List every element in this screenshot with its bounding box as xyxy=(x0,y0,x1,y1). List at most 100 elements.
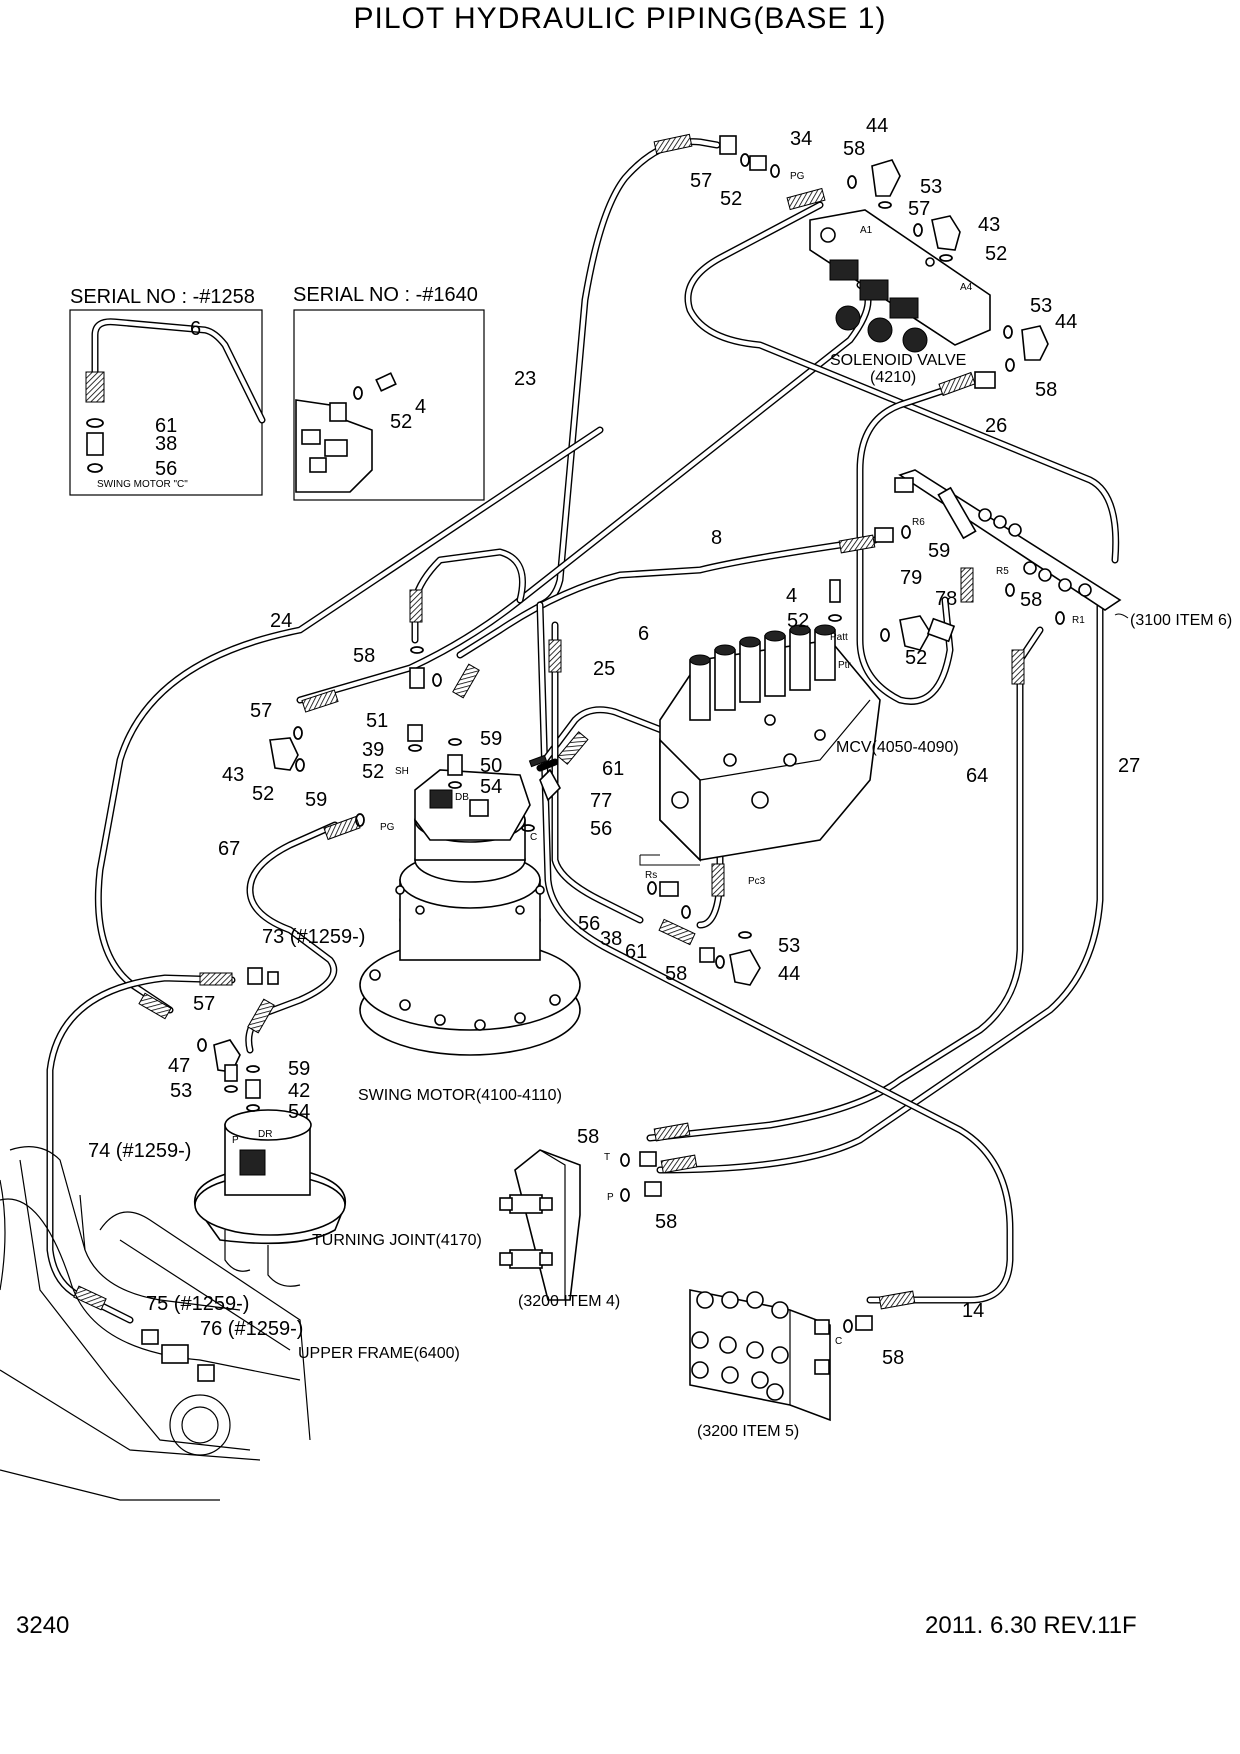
callout-52-c: 52 xyxy=(362,761,384,783)
hose-23 xyxy=(536,138,721,609)
turning-joint-fittings xyxy=(197,967,279,1112)
manifold-fittings xyxy=(828,525,1065,651)
inset-1-header: SERIAL NO : -#1258 xyxy=(70,286,255,308)
callout-61-motor: 61 xyxy=(602,758,624,780)
elbow-43-left xyxy=(269,737,299,771)
fitting-76 xyxy=(197,1364,215,1382)
callout-77: 77 xyxy=(590,790,612,812)
inset-1-frame xyxy=(69,309,263,496)
port-label-db: DB xyxy=(455,792,469,803)
fitting-42 xyxy=(245,1079,261,1099)
manifold-3100-item6: R6 R5 R1 (3100 ITEM 6) xyxy=(894,469,1232,629)
callout-59-b: 59 xyxy=(305,789,327,811)
callout-57-a: 57 xyxy=(690,170,712,192)
hose-8 xyxy=(456,536,879,659)
hose-crimps xyxy=(73,133,1025,1311)
callout-54-motor: 54 xyxy=(480,776,502,798)
inset-2-header: SERIAL NO : -#1640 xyxy=(293,284,478,306)
callout-57-b: 57 xyxy=(908,198,930,220)
callout-53-tj: 53 xyxy=(170,1080,192,1102)
port-label-t: T xyxy=(604,1152,610,1163)
callout-25: 25 xyxy=(593,658,615,680)
callout-54-tj: 54 xyxy=(288,1101,310,1123)
swing-motor-fittings: C xyxy=(269,646,561,843)
callout-14: 14 xyxy=(962,1300,984,1322)
port-label-a4: A4 xyxy=(960,282,973,293)
inset-1-hose-crimp xyxy=(85,371,105,403)
inset-2-fitting-4 xyxy=(375,372,397,392)
solenoid-valve-ref: (4210) xyxy=(870,369,916,386)
inset-1-caption: SWING MOTOR "C" xyxy=(97,479,188,490)
port-label-p-tj: P xyxy=(232,1135,239,1146)
callout-4-inset: 4 xyxy=(415,396,426,418)
callout-43-a: 43 xyxy=(978,214,1000,236)
hose-24 xyxy=(296,281,872,704)
elbow-43 xyxy=(931,215,961,251)
callout-52-inset: 52 xyxy=(390,411,412,433)
callout-26: 26 xyxy=(985,415,1007,437)
callout-52-d: 52 xyxy=(252,783,274,805)
swing-motor-label: SWING MOTOR(4100-4110) xyxy=(358,1087,562,1104)
callout-58-bracket-t: 58 xyxy=(577,1126,599,1148)
turning-joint: P DR TURNING JOINT(4170) xyxy=(193,1109,482,1287)
fitting-78 xyxy=(926,617,956,643)
callout-59-motor: 59 xyxy=(480,728,502,750)
callout-61-inset: 61 xyxy=(155,415,177,437)
callout-75: 75 (#1259-) xyxy=(146,1293,249,1315)
callout-58-manifold: 58 xyxy=(1020,589,1042,611)
port-label-pc3: Pc3 xyxy=(748,876,766,887)
callout-38-inset: 38 xyxy=(155,433,177,455)
hose-74 xyxy=(46,974,236,1324)
callout-73: 73 (#1259-) xyxy=(262,926,365,948)
inset-2-frame xyxy=(293,309,485,501)
bracket-ref-label: (3200 ITEM 4) xyxy=(518,1293,620,1310)
manifold-ref-label: (3100 ITEM 6) xyxy=(1130,612,1232,629)
tee-51 xyxy=(409,667,425,689)
port-label-pg-motor: PG xyxy=(380,822,395,833)
callout-57-tj: 57 xyxy=(193,993,215,1015)
elbow-79 xyxy=(899,615,931,651)
fitting-34-upper xyxy=(719,135,737,155)
inset-1-connector-38 xyxy=(86,432,104,456)
solenoid-fittings: PG xyxy=(719,135,1049,389)
turning-joint-label: TURNING JOINT(4170) xyxy=(312,1232,482,1249)
hose-27 xyxy=(656,596,1104,1174)
callout-50: 50 xyxy=(480,755,502,777)
callout-79: 79 xyxy=(900,567,922,589)
callout-59-tj: 59 xyxy=(288,1058,310,1080)
callout-47: 47 xyxy=(168,1055,190,1077)
callout-56-motor: 56 xyxy=(590,818,612,840)
oring-58-top xyxy=(847,175,857,189)
callout-53-b: 53 xyxy=(1030,295,1052,317)
callout-58-b: 58 xyxy=(1035,379,1057,401)
solenoid-valve-label: SOLENOID VALVE xyxy=(830,352,966,369)
callout-44-mcv: 44 xyxy=(778,963,800,985)
callout-24: 24 xyxy=(270,610,292,632)
inset-serial-1640: SERIAL NO : -#1640 xyxy=(293,284,485,501)
mcv-label: MCV(4050-4090) xyxy=(836,739,959,756)
port-label-rs: Rs xyxy=(645,870,657,881)
fitting-4-mcv xyxy=(829,579,841,603)
bracket-3200-item4: T P (3200 ITEM 4) xyxy=(499,1149,662,1310)
revision-date: 2011. 6.30 REV.11F xyxy=(925,1612,1137,1639)
main-control-valve: Patt Ptr MCV(4050-4090) Rs Pc3 xyxy=(639,624,959,939)
port-label-patt: Patt xyxy=(830,632,848,643)
valve-block-3200-item5: C (3200 ITEM 5) xyxy=(689,1289,873,1440)
callout-4-mcv: 4 xyxy=(786,585,797,607)
hose-26 xyxy=(856,381,964,705)
block-ref-label: (3200 ITEM 5) xyxy=(697,1423,799,1440)
elbow-44-top xyxy=(871,159,901,197)
port-label-r5: R5 xyxy=(996,566,1009,577)
callout-23: 23 xyxy=(514,368,536,390)
callout-51: 51 xyxy=(366,710,388,732)
inset-1-oring-56 xyxy=(87,463,103,473)
fitting-39 xyxy=(407,724,423,742)
hose-solenoid-loop xyxy=(684,201,1120,564)
callout-64: 64 xyxy=(966,765,988,787)
callout-57-c: 57 xyxy=(250,700,272,722)
callout-34: 34 xyxy=(790,128,812,150)
callout-53-a: 53 xyxy=(920,176,942,198)
callout-44-a: 44 xyxy=(866,115,888,137)
callout-42: 42 xyxy=(288,1080,310,1102)
callout-61-mcv: 61 xyxy=(625,941,647,963)
